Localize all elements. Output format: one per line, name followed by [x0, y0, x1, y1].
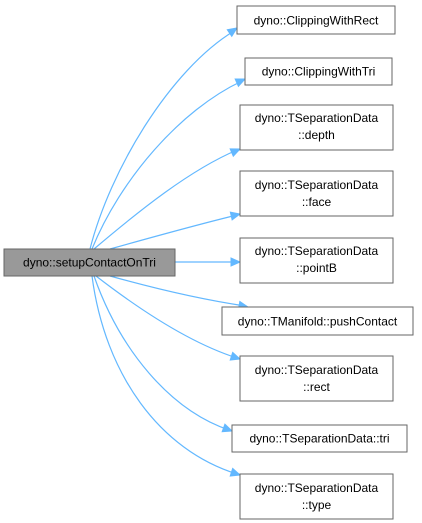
target-node-depth-box	[239, 104, 394, 151]
target-node-type-box	[239, 473, 394, 520]
target-node-rect-line-2: ::rect	[303, 380, 330, 394]
source-node-box	[3, 248, 176, 277]
edge-to-face	[109, 214, 238, 250]
target-node-tri[interactable]: dyno::TSeparationData::tri	[231, 424, 408, 453]
target-node-clipping-with-rect-line-1: dyno::ClippingWithRect	[254, 14, 379, 28]
target-node-type[interactable]: dyno::TSeparationData ::type	[239, 473, 394, 520]
target-node-depth-line-2: ::depth	[298, 128, 335, 142]
target-node-point-b-box	[239, 237, 394, 284]
edge-to-depth-arrowhead	[229, 148, 242, 158]
source-node[interactable]: dyno::setupContactOnTri	[3, 248, 176, 277]
target-node-clipping-with-tri-line-1: dyno::ClippingWithTri	[262, 65, 376, 79]
edge-to-point-b-arrowhead	[230, 257, 242, 267]
edge-to-face-arrowhead	[229, 211, 242, 221]
target-node-clipping-with-rect[interactable]: dyno::ClippingWithRect	[236, 5, 396, 35]
target-node-push-contact-line-1: dyno::TManifold::pushContact	[238, 315, 398, 329]
target-node-depth-line-1: dyno::TSeparationData	[255, 111, 379, 125]
edge-to-type	[91, 275, 238, 475]
target-node-face-box	[239, 170, 394, 217]
edge-to-depth	[93, 149, 238, 250]
target-node-point-b[interactable]: dyno::TSeparationData ::pointB	[239, 237, 394, 284]
target-node-tri-box	[231, 424, 408, 453]
target-node-face[interactable]: dyno::TSeparationData ::face	[239, 170, 394, 217]
edge-to-tri	[93, 275, 230, 431]
edge-to-rect	[95, 275, 238, 359]
target-node-push-contact-box	[221, 306, 414, 336]
source-node-label: dyno::setupContactOnTri	[23, 256, 156, 270]
target-node-depth[interactable]: dyno::TSeparationData ::depth	[239, 104, 394, 151]
target-node-rect-box	[239, 355, 394, 402]
target-node-tri-line-1: dyno::TSeparationData::tri	[249, 432, 389, 446]
edge-to-clipping-with-rect	[89, 30, 235, 250]
target-node-point-b-line-2: ::pointB	[296, 261, 337, 275]
target-node-point-b-line-1: dyno::TSeparationData	[255, 244, 379, 258]
edges-layer	[89, 27, 250, 477]
edge-to-rect-arrowhead	[229, 351, 242, 361]
target-node-push-contact[interactable]: dyno::TManifold::pushContact	[221, 306, 414, 336]
edge-to-clipping-with-tri-arrowhead	[234, 78, 247, 88]
target-node-type-line-1: dyno::TSeparationData	[255, 481, 379, 495]
target-node-clipping-with-tri[interactable]: dyno::ClippingWithTri	[244, 57, 393, 86]
edge-to-tri-arrowhead	[221, 423, 234, 433]
target-node-face-line-1: dyno::TSeparationData	[255, 178, 379, 192]
edge-to-type-arrowhead	[229, 467, 242, 477]
edge-to-clipping-with-tri	[91, 80, 243, 250]
edge-to-clipping-with-rect-arrowhead	[226, 27, 239, 38]
target-node-clipping-with-tri-box	[244, 57, 393, 86]
target-node-rect-line-1: dyno::TSeparationData	[255, 363, 379, 377]
target-node-clipping-with-rect-box	[236, 5, 396, 35]
target-node-face-line-2: ::face	[302, 195, 332, 209]
target-node-rect[interactable]: dyno::TSeparationData ::rect	[239, 355, 394, 402]
edge-to-push-contact	[109, 275, 246, 307]
target-node-type-line-2: ::type	[302, 498, 332, 512]
